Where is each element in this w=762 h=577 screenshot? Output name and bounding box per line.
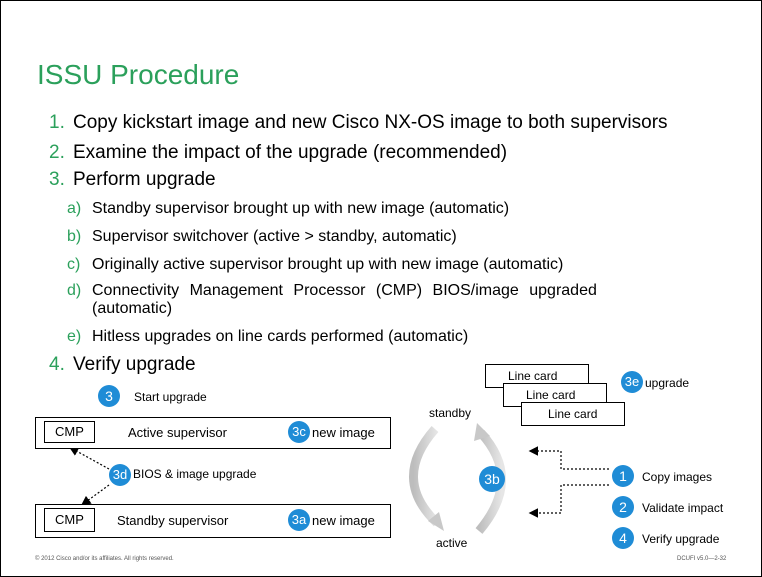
substep-a: a) Standby supervisor brought up with new… (67, 200, 509, 218)
substep-letter: a) (67, 200, 82, 217)
step-number: 4. (49, 354, 65, 375)
bios-upgrade-label: BIOS & image upgrade (133, 467, 257, 481)
standby-supervisor-label: Standby supervisor (117, 513, 229, 528)
step-text: Perform upgrade (73, 169, 216, 190)
legend-badge-1: 1 (612, 465, 634, 487)
line-card-3: Line card (521, 402, 625, 426)
standby-cmp-box: CMP (44, 508, 95, 532)
substep-d: d) Connectivity Management Processor (CMP… (67, 282, 657, 318)
copy-images-arrow (528, 446, 609, 470)
legend-validate-impact: Validate impact (642, 501, 724, 515)
legend-badge-4: 4 (612, 527, 634, 549)
step-3: 3. Perform upgrade (49, 169, 216, 191)
legend-badge-2: 2 (612, 496, 634, 518)
step-1: 1. Copy kickstart image and new Cisco NX-… (49, 112, 668, 134)
substep-e: e) Hitless upgrades on line cards perform… (67, 328, 468, 346)
substep-text: Standby supervisor brought up with new i… (92, 200, 510, 217)
step-number: 3. (49, 169, 65, 190)
substep-text: Supervisor switchover (active > standby,… (92, 228, 457, 245)
substep-letter: b) (67, 228, 82, 245)
substep-text: Connectivity Management Processor (CMP) … (92, 282, 597, 317)
step-number: 1. (49, 112, 65, 133)
standby-word: standby (429, 406, 472, 420)
badge-3b: 3b (479, 466, 505, 492)
start-upgrade-label: Start upgrade (134, 390, 207, 404)
active-cmp-box: CMP (44, 421, 95, 443)
substep-letter: c) (67, 256, 81, 273)
legend-verify-upgrade: Verify upgrade (642, 532, 720, 546)
badge-3c: 3c (288, 421, 310, 443)
cmp-link-arrow-down (81, 484, 110, 506)
copyright-footer: © 2012 Cisco and/or its affiliates. All … (35, 556, 174, 562)
badge-3d: 3d (109, 464, 131, 486)
upgrade-label: upgrade (645, 376, 690, 390)
step-number: 2. (49, 142, 65, 163)
new-image-standby-label: new image (312, 513, 375, 528)
step-3-badge: 3 (98, 385, 120, 407)
substep-text: Originally active supervisor brought up … (92, 256, 564, 273)
step-2: 2. Examine the impact of the upgrade (rec… (49, 142, 507, 164)
substep-c: c) Originally active supervisor brought u… (67, 256, 563, 274)
new-image-active-label: new image (312, 425, 375, 440)
legend-copy-images: Copy images (642, 470, 713, 484)
active-word: active (436, 536, 468, 550)
cmp-link-arrow-up (68, 446, 110, 470)
substep-letter: d) (67, 282, 82, 299)
switchover-arc-left (409, 426, 441, 527)
substep-text: Hitless upgrades on line cards performed… (92, 328, 469, 345)
validate-arrow (528, 484, 609, 518)
step-4: 4. Verify upgrade (49, 354, 196, 376)
substep-b: b) Supervisor switchover (active > standb… (67, 228, 457, 246)
badge-3e: 3e (621, 371, 643, 393)
step-text: Copy kickstart image and new Cisco NX-OS… (73, 112, 668, 133)
slide-title: ISSU Procedure (37, 59, 240, 90)
badge-3a: 3a (288, 509, 310, 531)
substep-letter: e) (67, 328, 82, 345)
step-text: Verify upgrade (73, 354, 196, 375)
slide-number-footer: DCUFI v5.0—2-32 (677, 556, 727, 562)
active-supervisor-label: Active supervisor (128, 425, 227, 440)
step-text: Examine the impact of the upgrade (recom… (73, 142, 508, 163)
